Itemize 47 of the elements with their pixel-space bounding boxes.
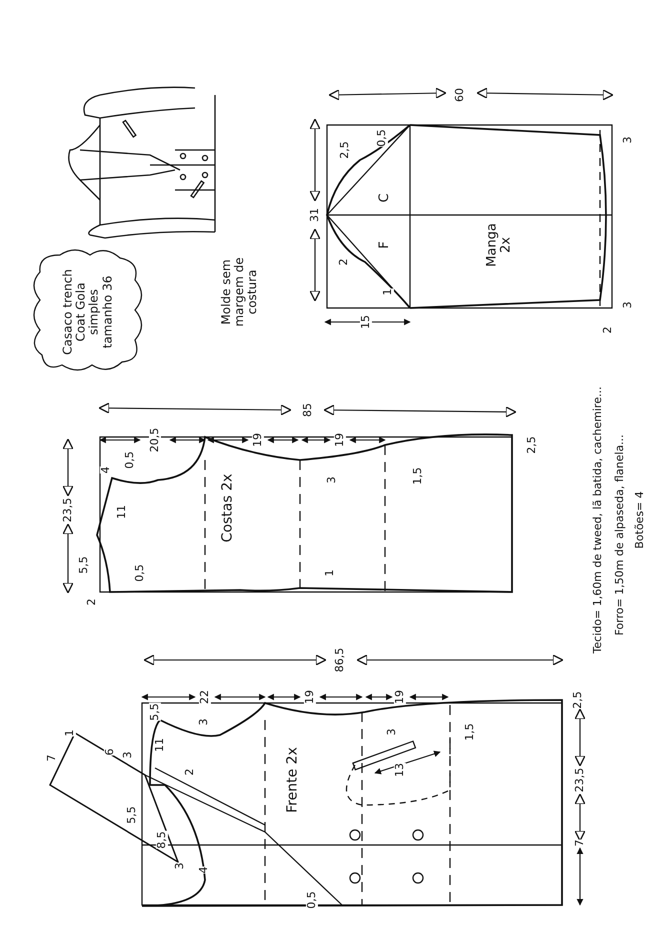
piece-label: Frente 2x — [285, 746, 301, 815]
dimension-label: 1,5 — [412, 467, 424, 485]
dimension-label: 86,5 — [334, 648, 346, 672]
dimension-label: 5,5 — [126, 806, 138, 824]
piece-label: Costas 2x — [220, 472, 236, 544]
dimension-label: 20,5 — [148, 428, 162, 452]
dimension-label: 22 — [198, 690, 212, 704]
dimension-label: 23,5 — [62, 498, 74, 522]
dimension-label: 60 — [454, 88, 466, 102]
section-letter: C — [378, 193, 392, 203]
dimension-label: 2,5 — [572, 691, 584, 709]
material-note: Botões= 4 — [634, 491, 646, 549]
dimension-label: 6 — [104, 748, 116, 756]
dimension-label: 2,5 — [338, 141, 352, 159]
dimension-label: 0,5 — [124, 451, 136, 469]
dimension-label: 2,5 — [526, 436, 538, 454]
dimension-label: 3 — [122, 752, 134, 758]
note-text: Molde sem margem de costura — [220, 256, 260, 329]
dimension-label: 1 — [382, 288, 394, 296]
dimension-label: 0,5 — [134, 564, 146, 582]
dimension-label: 3 — [622, 302, 634, 308]
dimension-label: 3 — [326, 476, 338, 484]
dimension-label: 3 — [174, 862, 186, 870]
dimension-label: 19 — [334, 433, 346, 447]
note-text: Casaco trench Coat Gola simples tamanho 36 — [62, 268, 114, 357]
dimension-label: 19 — [394, 690, 406, 704]
dimension-label: 8,5 — [156, 831, 168, 849]
dimension-label: 85 — [302, 403, 314, 417]
dimension-label: 13 — [394, 763, 406, 777]
dimension-label: 31 — [308, 208, 322, 222]
dimension-label: 3 — [622, 136, 634, 144]
piece-label: Manga 2x — [486, 222, 514, 269]
dimension-label: 23,5 — [574, 768, 586, 792]
section-letter: F — [378, 241, 392, 249]
dimension-label: 5,5 — [148, 703, 162, 721]
dimension-label: 0,5 — [306, 891, 318, 909]
dimension-label: 0,5 — [376, 129, 388, 147]
material-note: Forro= 1,50m de alpaseda, flanela... — [614, 434, 626, 636]
material-note: Tecido= 1,60m de tweed, lã batida, cachemire... — [592, 386, 604, 654]
dimension-label: 15 — [360, 315, 372, 329]
dimension-label: 3 — [386, 728, 398, 736]
dimension-label: 1 — [64, 730, 76, 736]
dimension-label: 19 — [304, 690, 316, 704]
dimension-label: 3 — [198, 718, 210, 726]
dimension-label: 19 — [252, 433, 264, 447]
dimension-label: 5,5 — [78, 556, 90, 574]
dimension-label: 1,5 — [464, 723, 476, 741]
